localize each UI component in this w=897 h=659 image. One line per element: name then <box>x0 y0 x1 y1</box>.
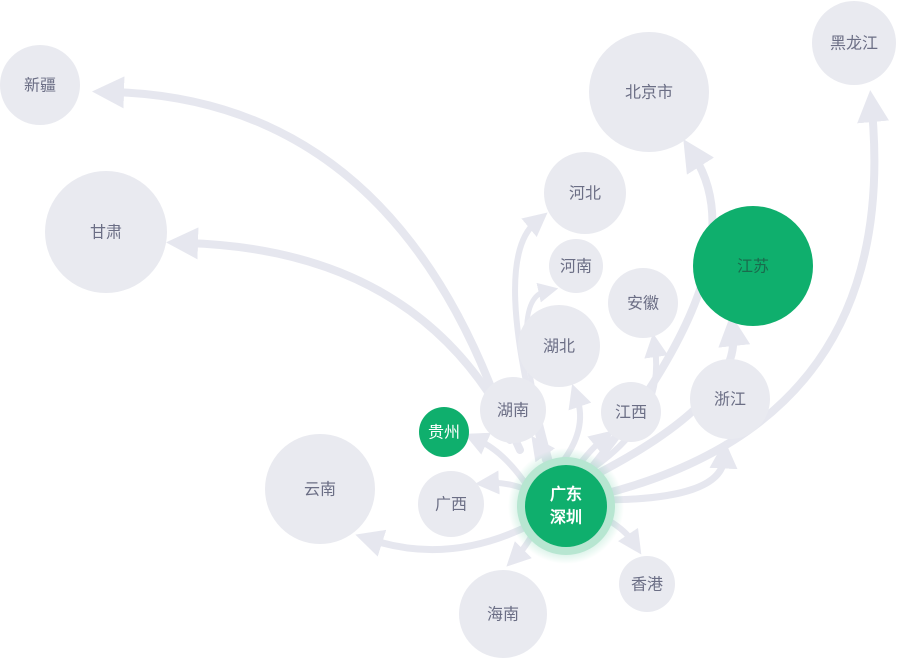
node-label: 北京市 <box>625 83 673 102</box>
node-label: 香港 <box>631 575 663 594</box>
node-label: 新疆 <box>24 76 56 95</box>
node-label: 河南 <box>560 257 592 276</box>
node-label: 甘肃 <box>90 223 122 242</box>
node-yunnan[interactable]: 云南 <box>265 434 375 544</box>
node-label: 贵州 <box>428 423 460 442</box>
node-xinjiang[interactable]: 新疆 <box>0 45 80 125</box>
flow-arrow-heilongjiang <box>596 90 890 499</box>
node-jiangsu[interactable]: 江苏 <box>693 206 813 326</box>
node-gansu[interactable]: 甘肃 <box>45 171 167 293</box>
node-hubei[interactable]: 湖北 <box>518 305 600 387</box>
node-beijing[interactable]: 北京市 <box>589 32 709 152</box>
node-zhejiang[interactable]: 浙江 <box>690 359 770 439</box>
node-hunan[interactable]: 湖南 <box>480 377 546 443</box>
origin-label-line1: 广东 <box>550 485 582 504</box>
node-label: 海南 <box>487 605 519 624</box>
node-heilongjiang[interactable]: 黑龙江 <box>812 1 896 85</box>
node-label: 河北 <box>569 184 601 203</box>
node-label: 云南 <box>304 480 336 499</box>
node-guangxi[interactable]: 广西 <box>418 471 484 537</box>
origin-node-shenzhen[interactable]: 广东 深圳 <box>508 448 624 564</box>
node-label: 广西 <box>435 495 467 514</box>
flow-arrow-yunnan <box>355 521 534 557</box>
node-xianggang[interactable]: 香港 <box>619 556 675 612</box>
node-anhui[interactable]: 安徽 <box>608 268 678 338</box>
node-label: 江西 <box>615 403 647 422</box>
origin-label-line2: 深圳 <box>550 508 582 527</box>
node-henan[interactable]: 河南 <box>549 239 603 293</box>
flow-arrow-xinjiang <box>92 76 514 444</box>
node-label: 安徽 <box>627 294 659 313</box>
node-label: 湖南 <box>497 401 529 420</box>
node-label: 黑龙江 <box>830 34 878 53</box>
node-label: 江苏 <box>737 257 769 276</box>
node-label: 湖北 <box>543 337 575 356</box>
node-jiangxi[interactable]: 江西 <box>601 382 661 442</box>
node-hebei[interactable]: 河北 <box>544 152 626 234</box>
flow-arrow-zhejiang <box>596 440 738 504</box>
node-label: 浙江 <box>714 390 746 409</box>
node-hainan[interactable]: 海南 <box>459 570 547 658</box>
node-guizhou[interactable]: 贵州 <box>419 407 469 457</box>
